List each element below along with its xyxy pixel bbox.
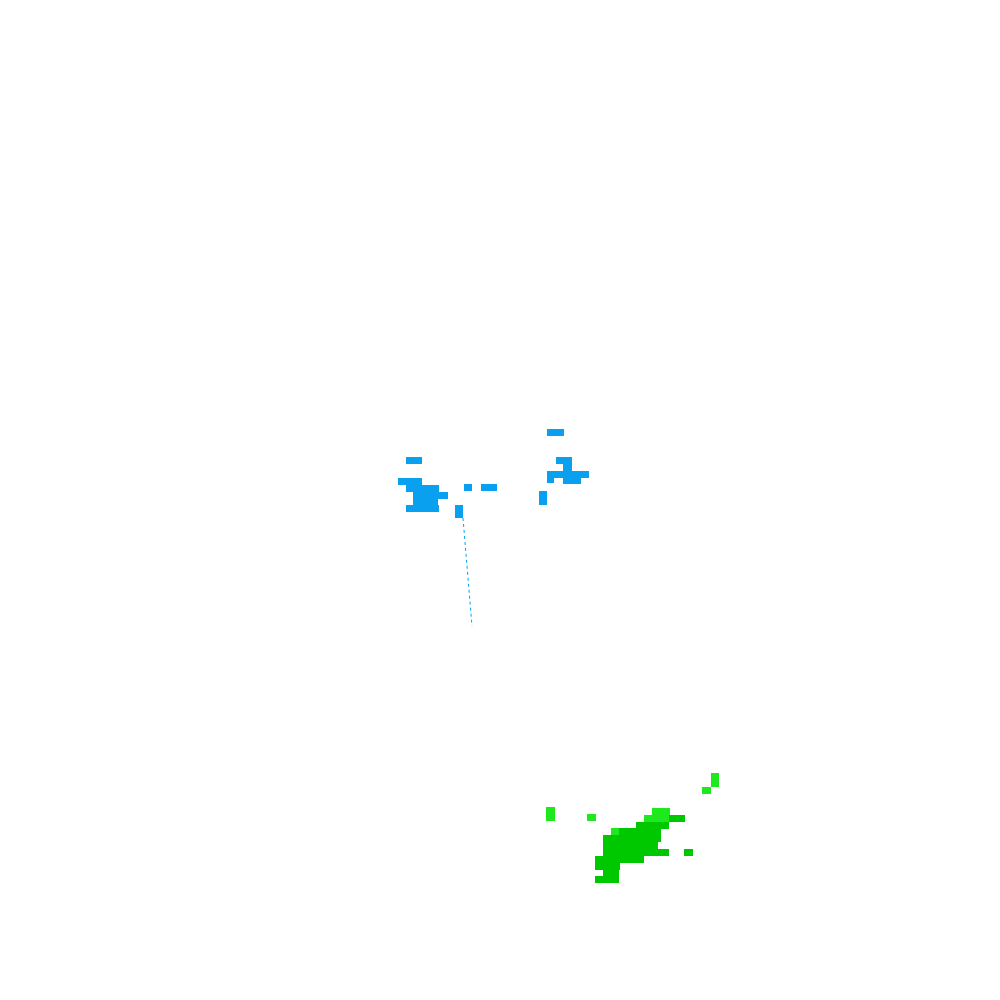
green-echo-light-layer <box>546 773 719 835</box>
green-echo-dark-cell <box>636 822 669 829</box>
storm-track-trail <box>462 517 473 627</box>
green-echo-dark-cell <box>595 856 644 863</box>
blue-echo-cell <box>563 477 581 484</box>
blue-echo-cell <box>547 471 589 478</box>
green-echo-light-cell <box>644 815 670 822</box>
green-echo-light-cell <box>652 808 670 815</box>
blue-echo-cell <box>406 485 439 492</box>
green-echo-dark-cell <box>595 863 620 870</box>
green-echo-light-cell <box>711 773 719 787</box>
green-echo-dark-layer <box>595 815 693 883</box>
green-echo-dark-cell <box>603 842 658 849</box>
green-echo-dark-cell <box>603 849 669 856</box>
green-echo-dark-cell <box>603 835 661 842</box>
green-echo-dark-cell <box>684 849 693 856</box>
green-echo-dark-cell <box>595 876 619 883</box>
green-echo-dark-cell <box>619 828 661 835</box>
blue-echo-cell <box>413 492 448 499</box>
blue-echo-cell <box>406 505 439 512</box>
green-echo-dark-cell <box>669 815 685 822</box>
green-echo-dark-cell <box>603 869 619 876</box>
blue-echo-cell <box>398 478 422 485</box>
blue-echo-cell <box>413 499 438 505</box>
blue-echo-cell <box>464 484 472 491</box>
green-echo-light-cell <box>702 787 711 794</box>
blue-echo-layer <box>398 429 589 518</box>
blue-echo-cell <box>406 457 422 464</box>
green-echo-light-cell <box>587 814 596 821</box>
green-echo-light-cell <box>546 807 555 821</box>
green-echo-light-cell <box>611 828 620 835</box>
blue-echo-cell <box>547 477 554 483</box>
blue-echo-cell <box>539 491 547 505</box>
blue-echo-cell <box>563 464 572 471</box>
blue-echo-cell <box>556 457 572 464</box>
blue-echo-cell <box>547 429 564 436</box>
blue-echo-cell <box>481 484 497 491</box>
blue-echo-cell <box>455 505 463 518</box>
